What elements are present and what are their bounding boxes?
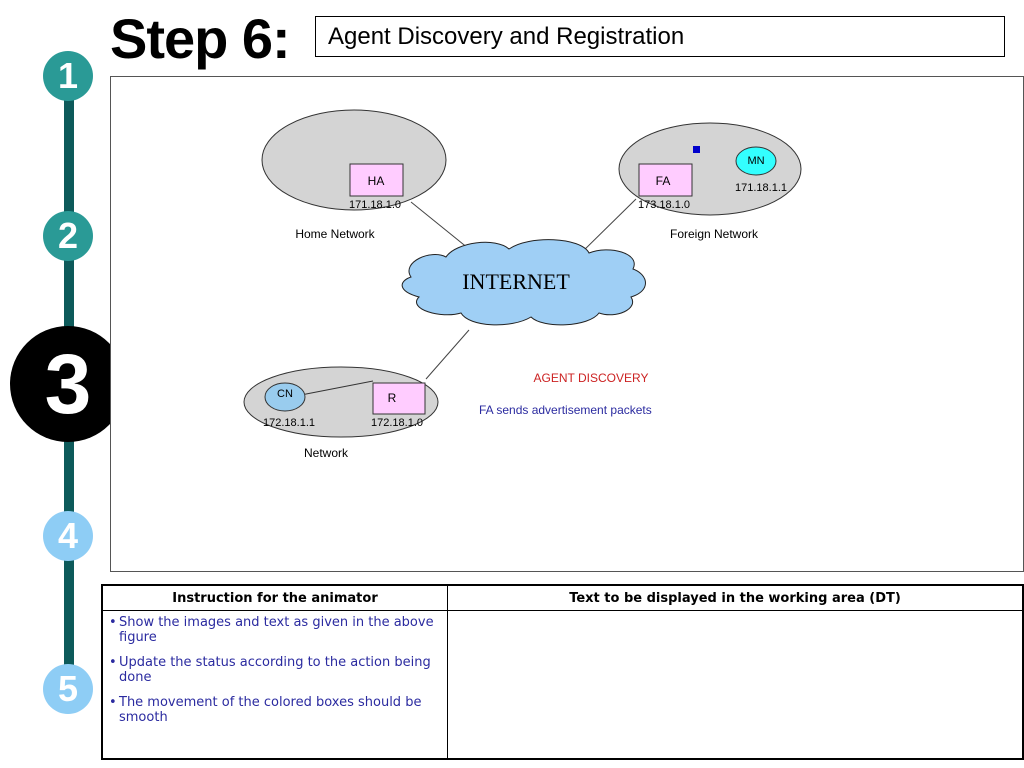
step-indicator-3-current[interactable]: 3 bbox=[10, 326, 126, 442]
display-text-cell bbox=[448, 611, 1022, 759]
instruction-text: The movement of the colored boxes should… bbox=[119, 695, 422, 725]
diagram-canvas: HA 171.18.1.0 Home Network FA 173.18.1.0… bbox=[243, 109, 802, 460]
instruction-item: •Update the status according to the acti… bbox=[109, 655, 441, 685]
router-address: 172.18.1.0 bbox=[371, 417, 423, 429]
step-indicator-4[interactable]: 4 bbox=[43, 511, 93, 561]
status-title: AGENT DISCOVERY bbox=[534, 371, 649, 385]
mn-label: MN bbox=[747, 155, 764, 167]
instruction-item: • The movement of the colored boxes shou… bbox=[109, 695, 441, 725]
router-box bbox=[372, 382, 426, 415]
instruction-list: •Show the images and text as given in th… bbox=[103, 611, 448, 759]
ha-box bbox=[349, 163, 404, 197]
internet-label: INTERNET bbox=[462, 269, 570, 294]
header-display-text: Text to be displayed in the working area… bbox=[569, 590, 901, 606]
network-diagram: HA 171.18.1.0 Home Network FA 173.18.1.0… bbox=[110, 76, 1024, 572]
step-indicator-2[interactable]: 2 bbox=[43, 211, 93, 261]
fa-address: 173.18.1.0 bbox=[638, 199, 690, 211]
step-title: Step 6: bbox=[110, 7, 291, 70]
router-label: R bbox=[388, 391, 397, 405]
cn-node bbox=[264, 382, 306, 412]
step-indicator-5[interactable]: 5 bbox=[43, 664, 93, 714]
network-label: Network bbox=[304, 446, 349, 460]
instruction-table-header: Instruction for the animator Text to be … bbox=[103, 586, 1022, 611]
fa-label: FA bbox=[656, 174, 671, 188]
fa-box bbox=[638, 163, 693, 197]
ha-label: HA bbox=[368, 174, 385, 188]
link-cn-router bbox=[300, 380, 374, 396]
step-indicator-1[interactable]: 1 bbox=[43, 51, 93, 101]
instruction-table: Instruction for the animator Text to be … bbox=[101, 584, 1024, 760]
instruction-item: •Show the images and text as given in th… bbox=[109, 615, 441, 645]
instruction-text: Show the images and text as given in the… bbox=[119, 615, 434, 645]
mn-node bbox=[735, 146, 777, 176]
step-subtitle: Agent Discovery and Registration bbox=[315, 16, 1005, 57]
internet-cloud bbox=[401, 239, 646, 326]
link-internet-network bbox=[425, 329, 470, 380]
status-text: FA sends advertisement packets bbox=[479, 403, 652, 417]
home-network-label: Home Network bbox=[295, 227, 375, 241]
header-instruction: Instruction for the animator bbox=[103, 586, 448, 610]
mn-address: 171.18.1.1 bbox=[735, 182, 787, 194]
cn-address: 172.18.1.1 bbox=[263, 417, 315, 429]
foreign-network-label: Foreign Network bbox=[670, 227, 759, 241]
advertisement-packet bbox=[693, 146, 700, 153]
ha-address: 171.18.1.0 bbox=[349, 199, 401, 211]
link-foreign-internet bbox=[576, 198, 637, 258]
cn-label: CN bbox=[277, 388, 293, 400]
instruction-text: Update the status according to the actio… bbox=[119, 655, 431, 685]
instruction-table-body: •Show the images and text as given in th… bbox=[103, 611, 1022, 759]
